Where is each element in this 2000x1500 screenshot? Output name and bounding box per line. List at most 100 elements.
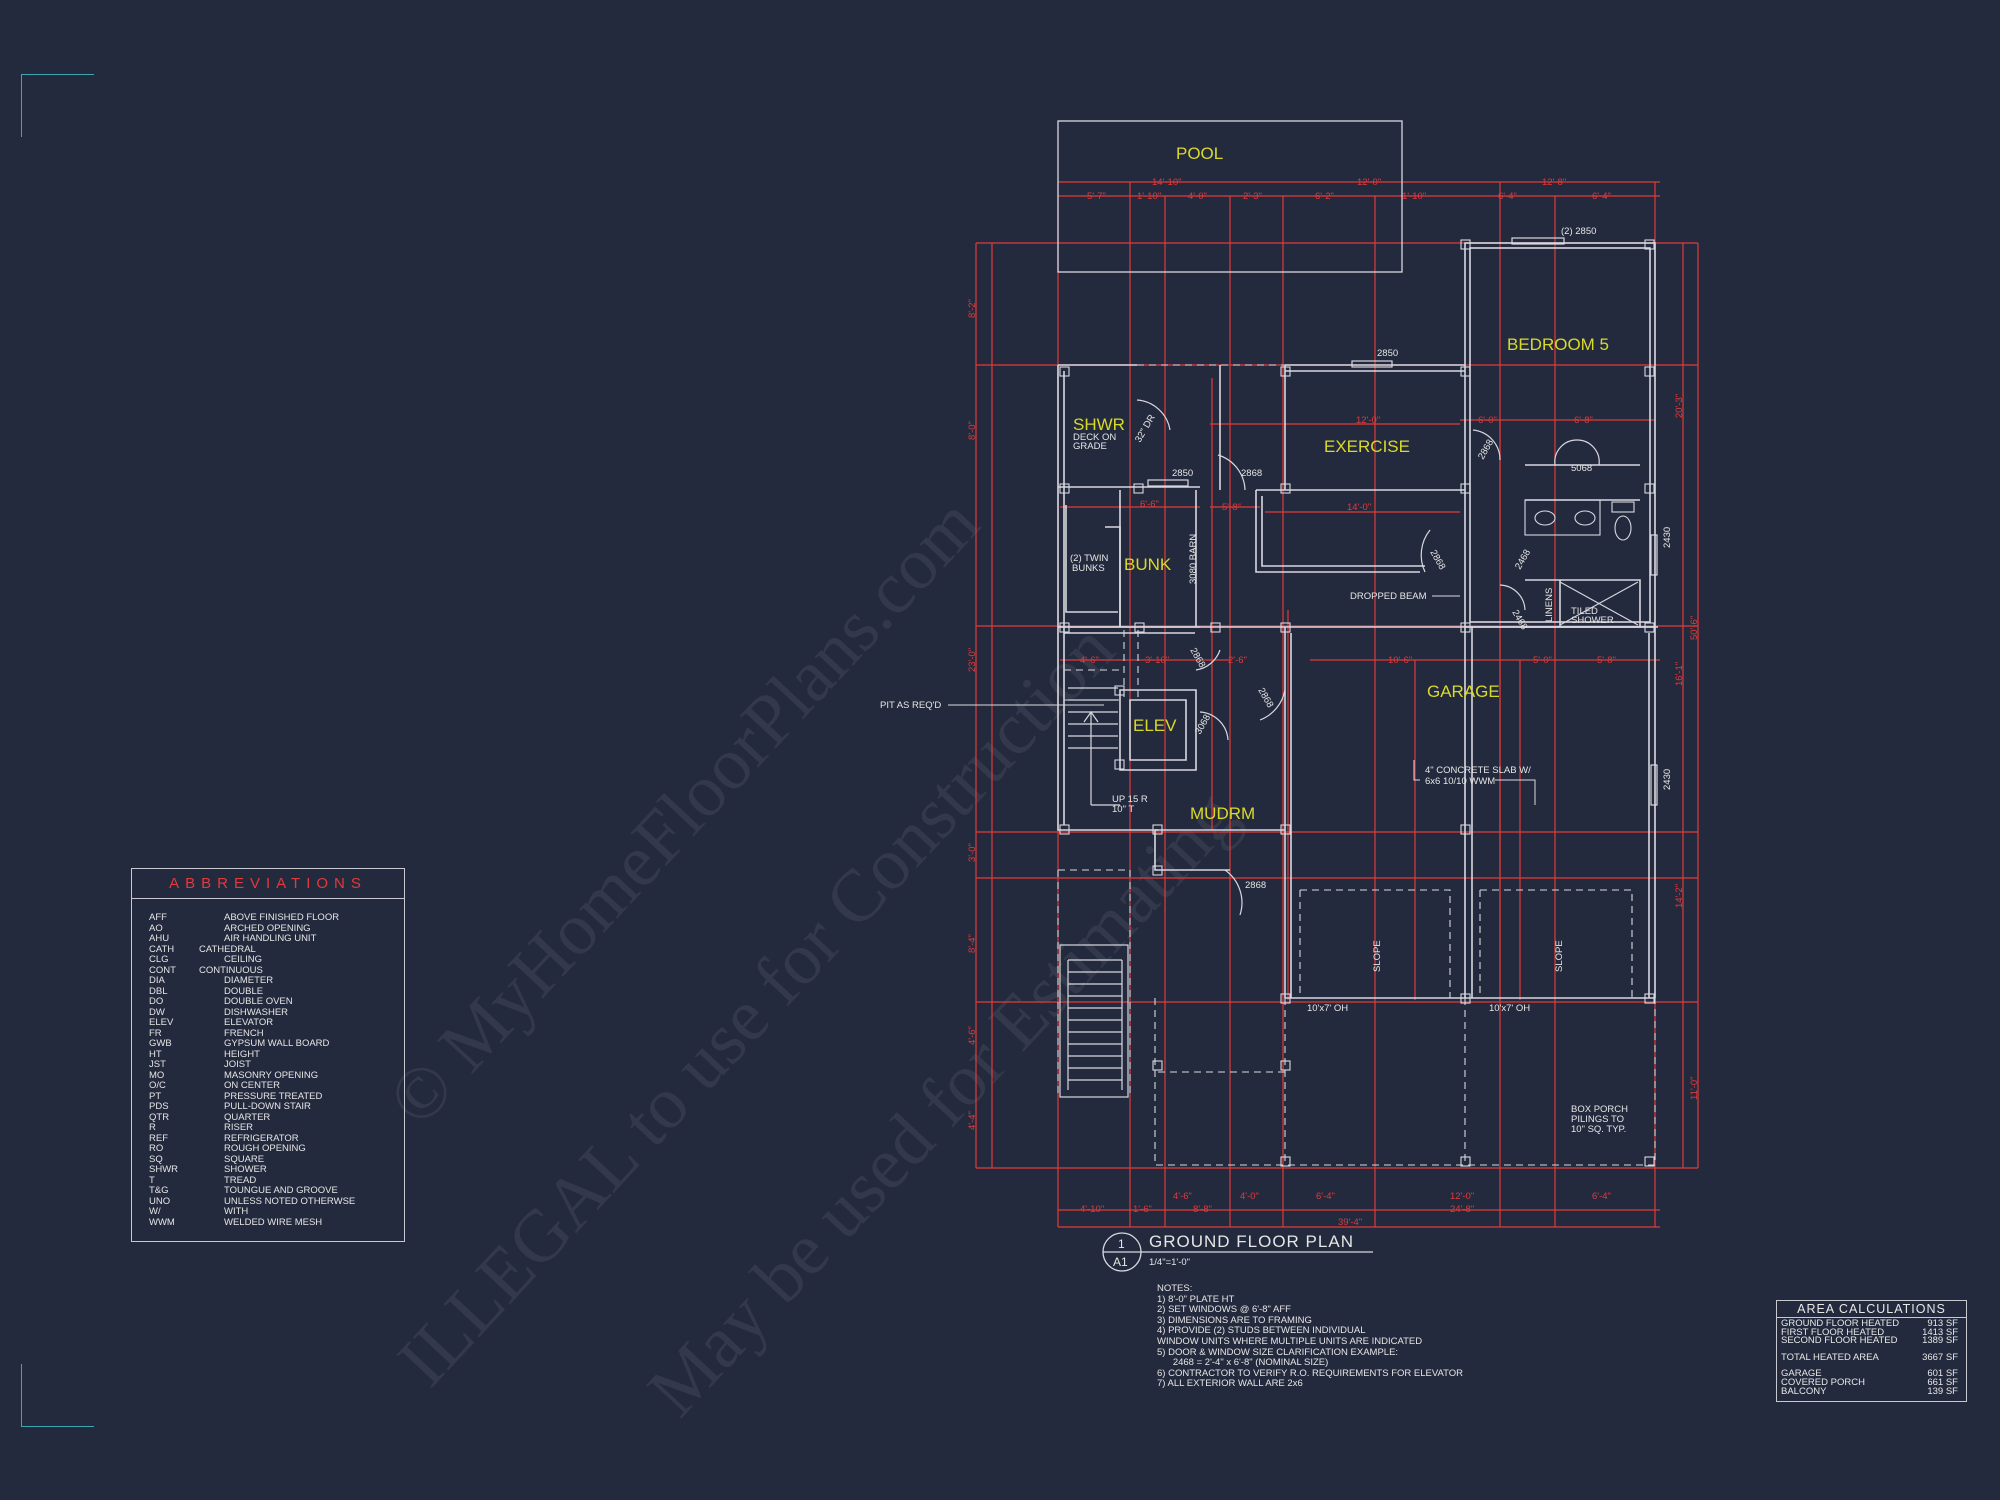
abbreviation-code: DBL	[149, 985, 168, 997]
door-2468: 2468	[1513, 548, 1533, 572]
dim-bottom-a: 4'-10"	[1080, 1204, 1104, 1215]
abbreviation-meaning: AIR HANDLING UNIT	[224, 933, 317, 944]
area-label: BALCONY	[1781, 1385, 1827, 1397]
overhead-door-a: 10'x7' OH	[1307, 1003, 1348, 1014]
abbreviation-code: HT	[149, 1048, 162, 1060]
slope-label-b: SLOPE	[1554, 940, 1565, 972]
note-item: 3) DIMENSIONS ARE TO FRAMING	[1157, 1314, 1312, 1326]
slab-leader	[1413, 760, 1420, 781]
dim-bottom-f: 12'-0"	[1450, 1191, 1474, 1202]
stair-up-2: 10" T	[1112, 804, 1134, 815]
barn-door-label: 3080 BARN	[1188, 534, 1199, 584]
abbreviation-meaning: UNLESS NOTED OTHERWSE	[224, 1195, 356, 1207]
abbreviation-meaning: ARCHED OPENING	[224, 922, 311, 934]
dim-top-f: 1'-10"	[1402, 191, 1426, 202]
abbreviation-code: T&G	[149, 1185, 169, 1196]
dim-garage-58: 5'-8"	[1597, 655, 1616, 666]
abbreviation-meaning: DOUBLE OVEN	[224, 996, 293, 1007]
room-label-shwr: SHWR	[1073, 415, 1125, 434]
corner-mark-top-left	[21, 74, 94, 137]
dim-right-c: 16'-1"	[1674, 662, 1685, 686]
dim-bottom-h: 8'-8"	[1193, 1204, 1212, 1215]
abbreviation-row: AHU AIR HANDLING UNIT	[149, 933, 355, 945]
pit-note: PIT AS REQ'D	[880, 700, 941, 711]
door-2868-mudrm: 2868	[1245, 880, 1266, 891]
abbreviation-code: AFF	[149, 912, 167, 923]
pool-label: POOL	[1176, 144, 1223, 163]
note-item: WINDOW UNITS WHERE MULTIPLE UNITS ARE IN…	[1157, 1335, 1423, 1347]
abbreviation-meaning: ABOVE FINISHED FLOOR	[224, 912, 340, 923]
abbreviation-code: SHWR	[149, 1164, 179, 1175]
dim-bottom-j: 39'-4"	[1338, 1217, 1362, 1228]
tiled-shower-1: TILED	[1571, 606, 1598, 617]
room-label-garage: GARAGE	[1427, 682, 1500, 701]
door-2468-linen: 2468	[1509, 608, 1529, 632]
abbreviation-code: AHU	[149, 933, 170, 944]
area-label: GROUND FLOOR HEATED	[1781, 1318, 1900, 1329]
abbreviation-meaning: WELDED WIRE MESH	[224, 1216, 323, 1228]
dim-right-e: 11'-0"	[1689, 1077, 1700, 1101]
abbreviation-meaning: SQUARE	[224, 1153, 265, 1165]
dim-left-f: 4'-6"	[967, 1026, 978, 1045]
dim-exercise: 12'-0"	[1356, 415, 1380, 426]
abbreviation-code: MO	[149, 1069, 165, 1081]
window-2430-a: 2430	[1662, 527, 1673, 548]
area-value: 1413 SF	[1922, 1326, 1958, 1338]
bath-fixtures	[1524, 499, 1639, 626]
dim-right-d: 14'-2"	[1674, 884, 1685, 908]
dim-right-a: 20'-3"	[1674, 394, 1685, 418]
abbreviation-meaning: TREAD	[224, 1174, 257, 1186]
window-2850-exercise: 2850	[1377, 348, 1398, 359]
dim-garage-106: 10'-6"	[1388, 655, 1412, 666]
abbreviation-meaning: ROUGH OPENING	[224, 1143, 306, 1154]
shwr-door-label: 32" DR	[1133, 413, 1158, 445]
abbreviation-meaning: HEIGHT	[224, 1048, 260, 1060]
abbreviation-code: FR	[149, 1027, 162, 1039]
abbreviations-divider	[132, 898, 404, 899]
abbreviation-meaning: JOIST	[224, 1059, 251, 1070]
abbreviation-code: CLG	[149, 954, 169, 965]
abbreviation-code: PT	[149, 1090, 162, 1102]
dim-garage-50: 5'-0"	[1533, 655, 1552, 666]
abbreviation-meaning: PULL-DOWN STAIR	[224, 1101, 311, 1112]
tiled-shower-2: SHOWER	[1571, 615, 1614, 626]
abbreviation-code: ELEV	[149, 1017, 174, 1028]
drawing-scale: 1/4"=1'-0"	[1149, 1257, 1190, 1268]
dim-top-d: 2'-3"	[1243, 191, 1262, 202]
window-2850-top: (2) 2850	[1561, 226, 1596, 237]
abbreviation-meaning: CONTINUOUS	[199, 964, 263, 976]
abbreviations-title: ABBREVIATIONS	[169, 875, 367, 892]
door-swings	[1136, 399, 1600, 916]
dim-top-e: 6'-2"	[1315, 191, 1334, 202]
abbreviation-code: GWB	[149, 1038, 172, 1049]
area-value: 3667 SF	[1922, 1351, 1958, 1363]
title-sheet: A1	[1113, 1255, 1128, 1269]
dim-exercise-14: 14'-0"	[1347, 502, 1371, 513]
abbreviation-code: R	[149, 1122, 156, 1133]
note-item: 5) DOOR & WINDOW SIZE CLARIFICATION EXAM…	[1157, 1346, 1399, 1358]
dim-bunk-66: 6'-6"	[1140, 499, 1159, 510]
